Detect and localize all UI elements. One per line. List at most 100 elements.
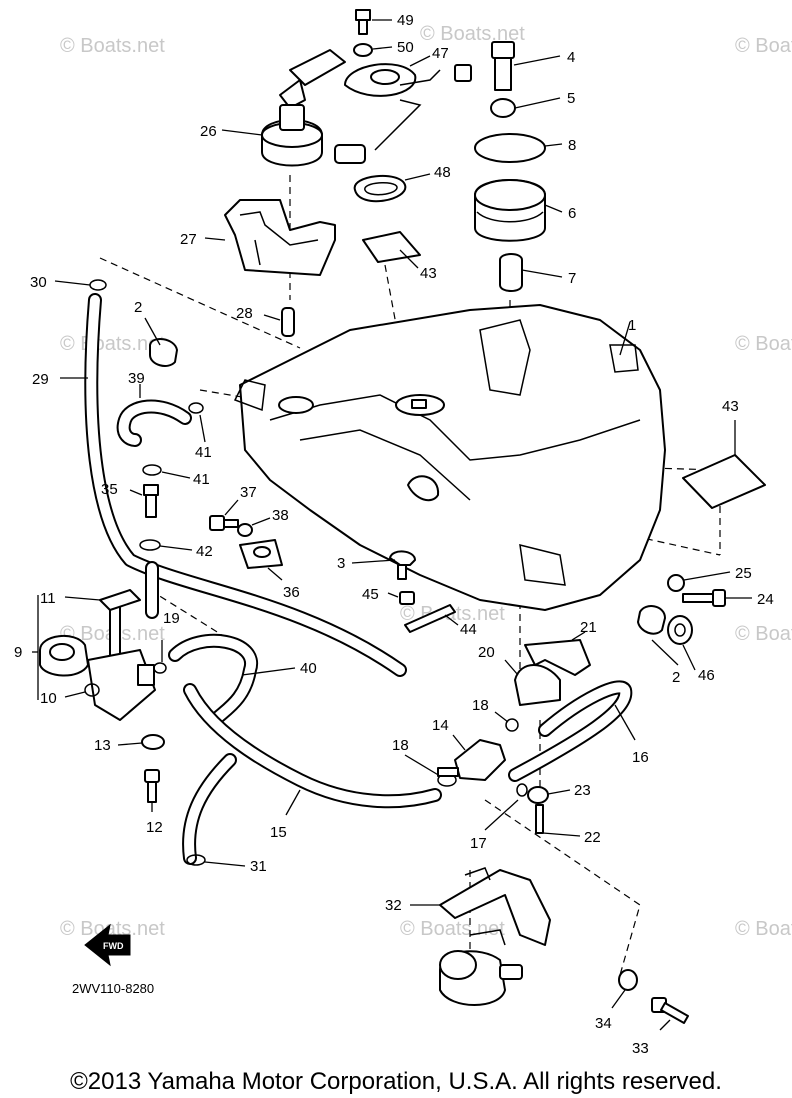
lock-assembly-47[interactable] [334, 63, 472, 164]
copyright-notice: ©2013 Yamaha Motor Corporation, U.S.A. A… [70, 1068, 722, 1095]
watermark: © Boats.net [60, 35, 165, 57]
bracket-36[interactable] [239, 539, 283, 569]
strap-44[interactable] [404, 604, 456, 633]
gasket-48[interactable] [353, 174, 407, 203]
nut-5[interactable] [490, 98, 516, 118]
callout-31: 31 [250, 858, 267, 875]
callout-5: 5 [567, 90, 575, 107]
callout-1: 1 [628, 317, 636, 334]
pad-43-top[interactable] [362, 231, 421, 263]
callout-50: 50 [397, 39, 414, 56]
bolt-22[interactable] [535, 804, 544, 834]
bolt-37[interactable] [209, 515, 239, 531]
damper-34[interactable] [618, 969, 638, 991]
plate-8[interactable] [474, 133, 546, 163]
callout-44: 44 [460, 621, 477, 638]
screw-12[interactable] [144, 769, 160, 803]
callout-6: 6 [568, 205, 576, 222]
callout-42: 42 [196, 543, 213, 560]
damper-6[interactable] [474, 179, 546, 242]
clip-30[interactable] [89, 279, 107, 291]
callout-18: 18 [392, 737, 409, 754]
bracket-32[interactable] [439, 867, 551, 946]
callout-2: 2 [672, 669, 680, 686]
clip-31[interactable] [186, 854, 206, 866]
callout-18: 18 [472, 697, 489, 714]
clip-18-upper[interactable] [505, 718, 519, 732]
cap-2-left[interactable] [149, 338, 178, 367]
hose-39[interactable] [116, 399, 192, 447]
pipe-28[interactable] [281, 307, 295, 337]
clip-19[interactable] [153, 662, 167, 674]
clip-41-upper[interactable] [188, 402, 204, 414]
callout-15: 15 [270, 824, 287, 841]
washer-46[interactable] [667, 615, 693, 645]
hose-15[interactable] [182, 683, 442, 865]
watermark: © Boats.net [400, 918, 505, 940]
collar-7[interactable] [499, 253, 523, 292]
callout-36: 36 [283, 584, 300, 601]
fwd-label: FWD [103, 941, 124, 951]
key-26[interactable] [279, 49, 346, 109]
watermark: © Boats.net [60, 918, 165, 940]
washer-13[interactable] [141, 734, 165, 750]
fuel-filter-14[interactable] [437, 739, 506, 781]
collar-38[interactable] [237, 523, 253, 537]
callout-11: 11 [40, 590, 56, 607]
cover-27[interactable] [224, 199, 336, 276]
fuel-pump[interactable] [439, 929, 523, 1006]
hose-16[interactable] [508, 680, 633, 782]
callout-40: 40 [300, 660, 317, 677]
sensor-35[interactable] [143, 484, 159, 518]
callout-41: 41 [193, 471, 210, 488]
callout-39: 39 [128, 370, 145, 387]
clip-17[interactable] [516, 783, 528, 797]
callout-12: 12 [146, 819, 163, 836]
clip-41-lower[interactable] [142, 464, 162, 476]
forward-arrow-icon: FWD [84, 923, 131, 967]
bracket-21[interactable] [524, 639, 591, 676]
watermark: © Boats.net [735, 333, 792, 355]
callout-49: 49 [397, 12, 414, 29]
fuel-cock-9[interactable] [39, 604, 156, 721]
hose-40[interactable] [168, 633, 259, 727]
bolt-4[interactable] [491, 41, 515, 91]
watermark: © Boats.net [420, 23, 525, 45]
washer-50[interactable] [353, 43, 373, 57]
callout-7: 7 [568, 270, 576, 287]
callout-27: 27 [180, 231, 197, 248]
collar-23[interactable] [527, 786, 549, 804]
callout-43: 43 [420, 265, 437, 282]
cap-2-right[interactable] [637, 605, 666, 635]
hose-29[interactable] [84, 293, 407, 677]
callout-34: 34 [595, 1015, 612, 1032]
callout-29: 29 [32, 371, 49, 388]
callout-20: 20 [478, 644, 495, 661]
callout-41: 41 [195, 444, 212, 461]
clip-42[interactable] [139, 539, 161, 551]
collar-25[interactable] [667, 574, 685, 592]
callout-35: 35 [101, 481, 118, 498]
callout-13: 13 [94, 737, 111, 754]
cap-26[interactable] [261, 104, 323, 167]
fuel-tank[interactable] [233, 304, 666, 611]
callout-3: 3 [337, 555, 345, 572]
callout-25: 25 [735, 565, 752, 582]
callout-45: 45 [362, 586, 379, 603]
callout-43: 43 [722, 398, 739, 415]
bolt-49[interactable] [355, 9, 371, 35]
bolt-33[interactable] [651, 997, 689, 1024]
callouts: 1 2 2 3 4 5 6 7 8 9 10 11 12 13 14 15 [14, 12, 774, 1057]
pad-43-right[interactable] [682, 454, 766, 509]
bolt-3[interactable] [389, 550, 416, 580]
bolt-24[interactable] [682, 589, 726, 607]
bracket-20[interactable] [514, 664, 561, 706]
callout-28: 28 [236, 305, 253, 322]
drawing-code: 2WV110-8280 [72, 981, 154, 996]
clip-45[interactable] [399, 591, 415, 605]
gasket-11[interactable] [99, 589, 141, 611]
callout-37: 37 [240, 484, 257, 501]
oring-10[interactable] [84, 683, 100, 697]
callout-24: 24 [757, 591, 774, 608]
callout-8: 8 [568, 137, 576, 154]
